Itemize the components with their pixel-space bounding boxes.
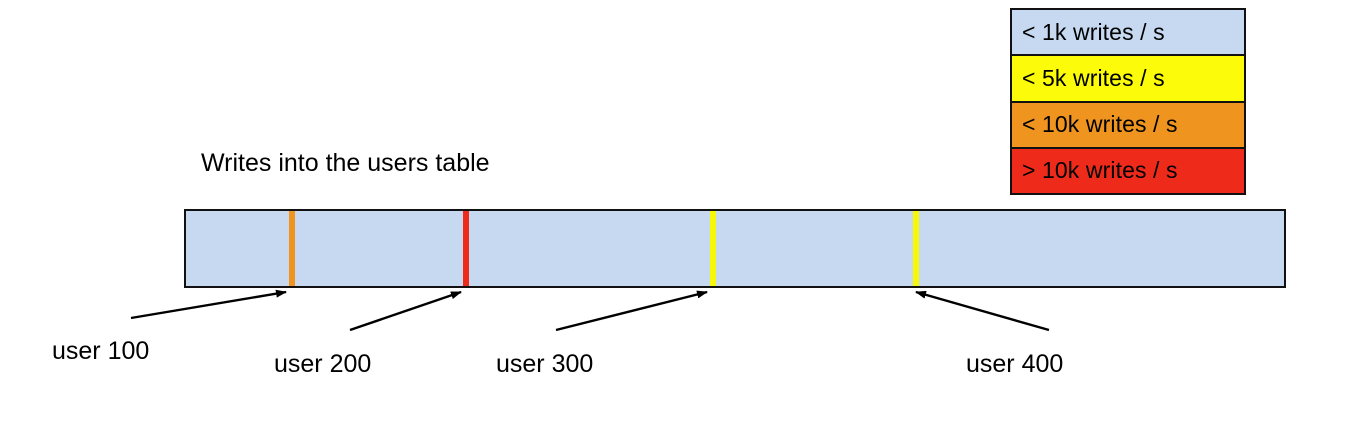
legend-label-under-10k: < 10k writes / s	[1022, 111, 1178, 138]
legend-row-under-10k: < 10k writes / s	[1012, 102, 1244, 149]
label-user-200: user 200	[274, 350, 372, 378]
legend-label-under-5k: < 5k writes / s	[1022, 64, 1165, 91]
arrow-user-100	[130, 289, 287, 320]
legend-row-under-1k: < 1k writes / s	[1012, 10, 1244, 57]
label-user-300: user 300	[496, 350, 594, 378]
marker-user-100	[289, 211, 295, 286]
legend-row-under-5k: < 5k writes / s	[1012, 56, 1244, 103]
arrow-user-400	[915, 290, 1050, 332]
legend-label-over-10k: > 10k writes / s	[1022, 157, 1178, 184]
legend-label-under-1k: < 1k writes / s	[1022, 18, 1165, 45]
marker-user-400	[913, 211, 919, 286]
label-user-100: user 100	[52, 337, 150, 365]
users-table-range-bar	[184, 209, 1286, 288]
arrow-user-300	[555, 290, 708, 332]
chart-title: Writes into the users table	[201, 149, 490, 177]
legend-row-over-10k: > 10k writes / s	[1012, 148, 1244, 193]
arrow-user-200	[349, 290, 462, 332]
write-rate-legend: < 1k writes / s < 5k writes / s < 10k wr…	[1010, 8, 1246, 195]
marker-user-200	[463, 211, 469, 286]
marker-user-300	[710, 211, 716, 286]
label-user-400: user 400	[966, 350, 1064, 378]
